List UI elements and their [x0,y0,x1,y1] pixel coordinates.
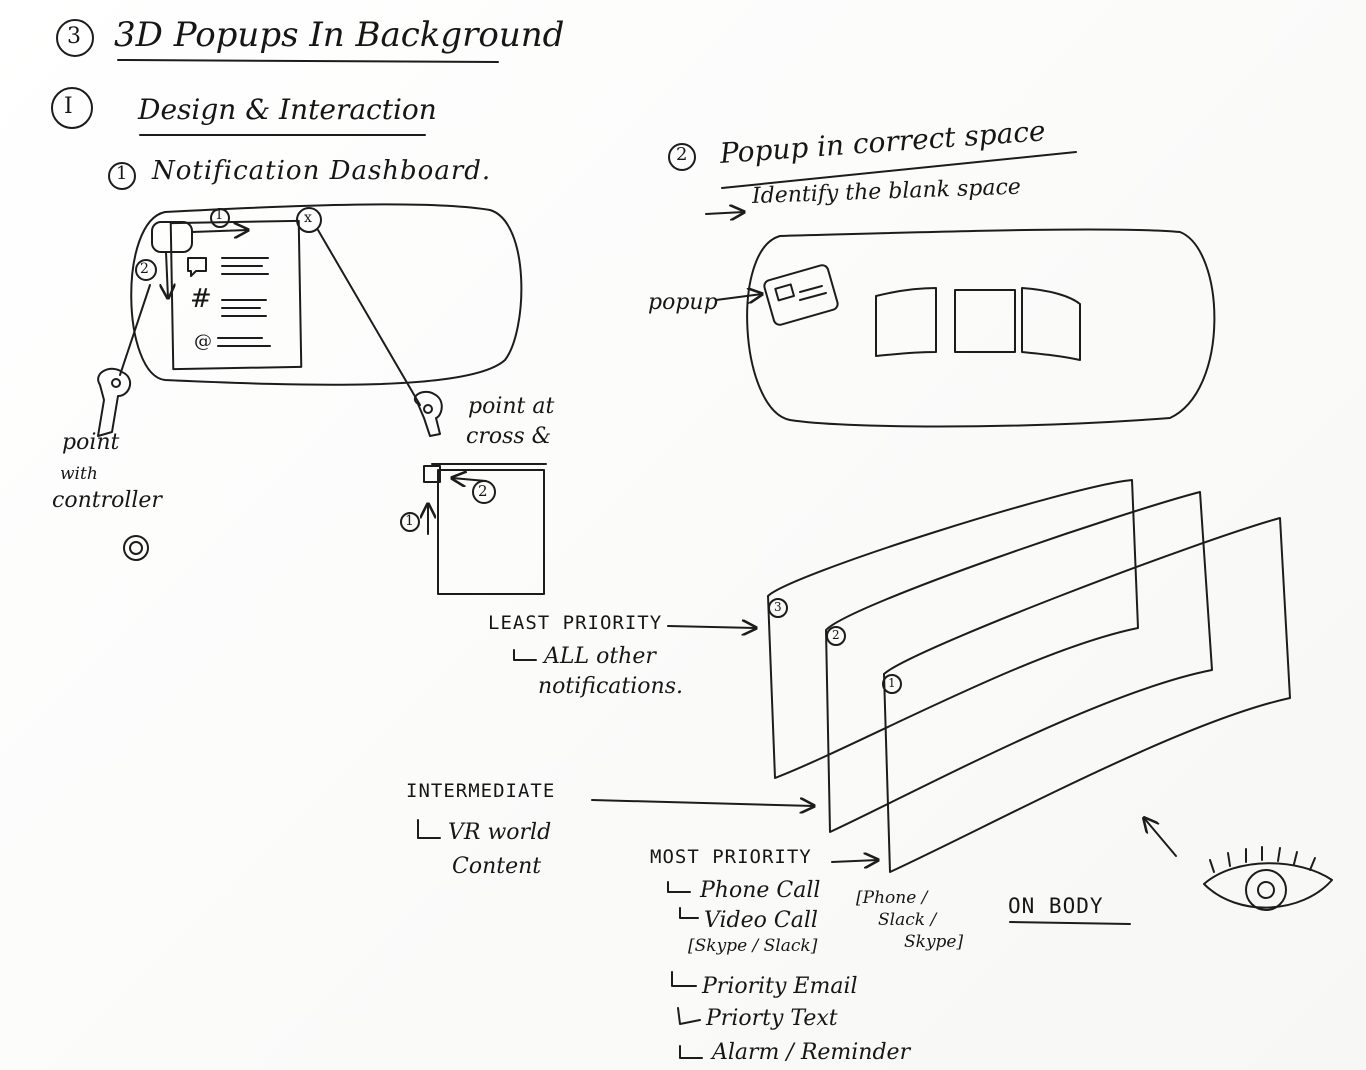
least-sub-line1: ALL other [544,644,656,669]
section-num-circle [56,19,94,57]
hash-glyph: # [190,284,212,314]
part-num-circle [51,87,93,129]
step2-label: 2 [140,261,149,277]
on-body-label: ON BODY [1008,894,1104,918]
drag-down-arrow [166,251,168,298]
layer-mid-number: 2 [832,628,840,642]
layer-front-number: 1 [888,676,896,690]
detail-step2-label: 2 [478,482,488,500]
controller-caption-line1: point [62,430,120,455]
layer-mid-num [826,626,846,646]
drag-handle [151,221,193,253]
side-note-line2: Slack / [878,910,937,930]
placement-num-circle [668,143,696,171]
step1-label: 1 [215,208,224,223]
popup-card [763,264,839,326]
view-arrow [1144,818,1177,857]
controller-right [413,390,443,437]
step1-circle [210,208,230,228]
most-item-priority-email: Priority Email [702,974,858,999]
intermediate-sub-line1: VR world [448,820,552,845]
identify-arrow [705,212,744,214]
controller-caption-line2: with [60,464,98,484]
popup-label-arrow [715,294,762,300]
drag-right-arrow [191,230,248,232]
most-item-phone-call: Phone Call [700,878,821,903]
detail-panel [437,469,545,595]
step2-circle [135,259,157,281]
dashboard-oval [130,203,523,386]
least-priority-label: LEAST PRIORITY [488,612,663,634]
most-arrow [831,860,878,862]
page-title: 3D Popups In Background [114,15,565,55]
dashboard-title: Notification Dashboard. [152,156,492,186]
layer-front [883,517,1291,873]
badge-icon [123,535,149,561]
most-priority-label: MOST PRIORITY [650,846,812,868]
title-underline [117,59,499,63]
least-sub-line2: notifications. [538,674,683,699]
controller-caption-line3: controller [52,488,162,513]
layer-back-num [768,598,788,618]
detail-handle [423,465,441,483]
section-number: 3 [67,24,81,49]
eye-icon [1203,862,1333,909]
least-arrow [667,626,756,628]
placement-oval [746,228,1216,428]
at-glyph: @ [194,331,212,352]
dashboard-number: 1 [116,163,128,184]
layer-middle [825,491,1213,833]
most-item-video-apps: [Skype / Slack] [688,936,818,956]
controller-left [97,367,132,437]
cross-caption-line2: cross & [466,424,552,449]
eyelashes [1209,846,1316,873]
chat-glyph [187,257,207,277]
placement-underline [721,151,1077,189]
most-item-video-call: Video Call [704,908,818,933]
intermediate-arrow [591,800,814,806]
layer-back-number: 3 [774,600,782,614]
placement-number: 2 [676,144,688,165]
detail-arrow-left [452,478,487,481]
layer-back [767,479,1139,779]
blank-slot-1 [875,287,937,357]
on-body-underline [1009,921,1131,925]
section-subtitle: Design & Interaction [138,93,437,126]
blank-slot-3 [1021,287,1081,361]
dash-num-circle [108,162,136,190]
side-note-line3: Skype] [904,932,964,952]
controller-ray-left [119,284,151,376]
close-icon: x [304,210,312,226]
blank-slot-2 [954,289,1016,353]
layer-front-num [882,674,902,694]
most-item-priority-text: Priorty Text [706,1006,838,1031]
intermediate-label: INTERMEDIATE [406,780,556,802]
cross-caption-line1: point at [468,394,555,419]
intermediate-sub-line2: Content [452,854,542,879]
side-note-line1: [Phone / [856,888,928,908]
close-circle [296,207,322,233]
popup-label: popup [648,290,718,315]
part-number: I [64,94,73,119]
detail-step1-label: 1 [405,513,414,529]
controller-ray-right [317,229,421,406]
most-item-alarm-reminder: Alarm / Reminder [712,1040,911,1065]
